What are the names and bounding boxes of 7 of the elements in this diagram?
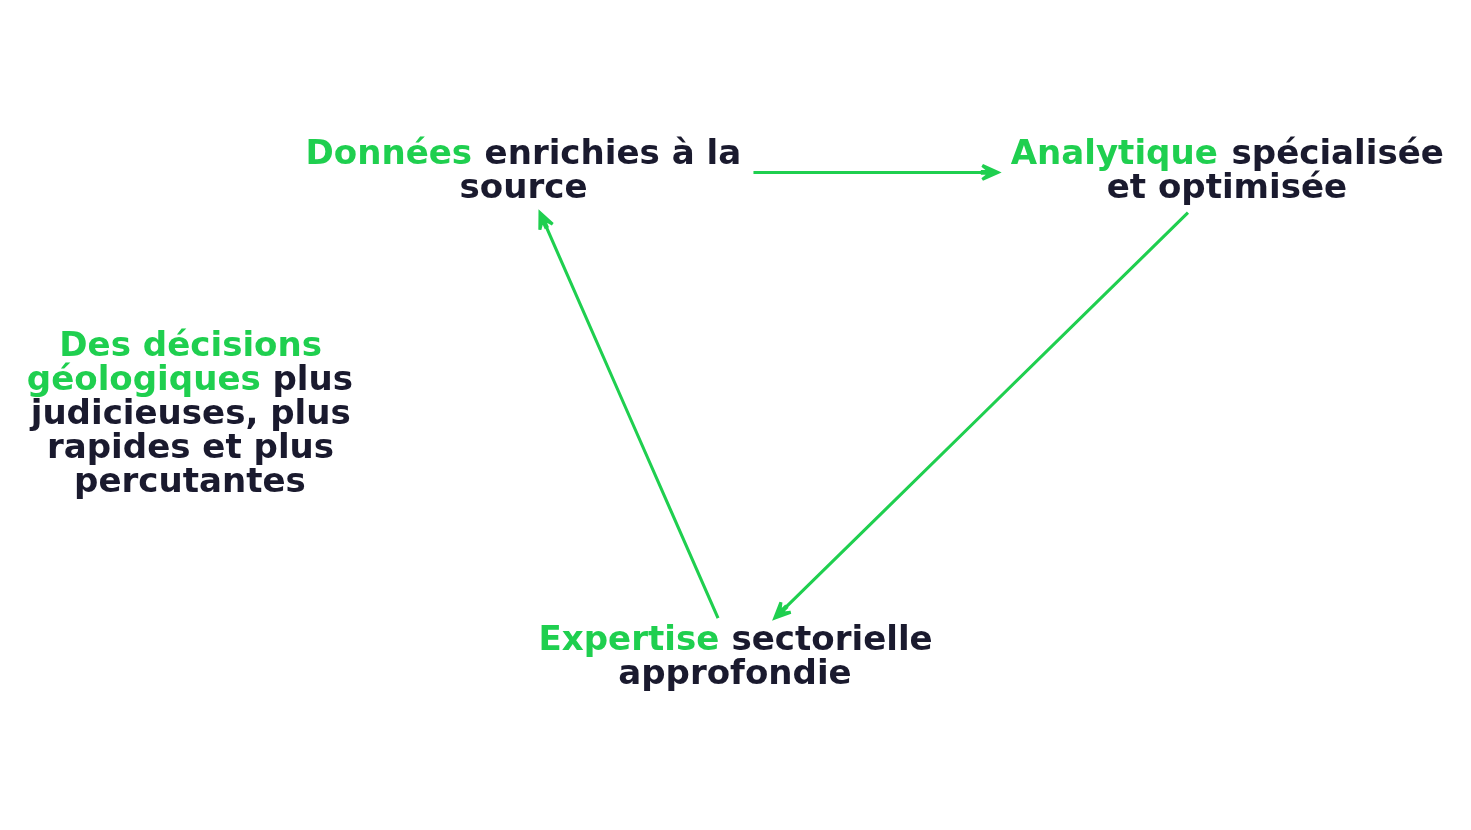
arrow	[753, 163, 1000, 181]
arrow	[773, 211, 1190, 620]
node-text: Données enrichies à la source	[305, 131, 742, 206]
node-text: Expertise sectorielle approfondie	[538, 617, 933, 692]
arrow	[538, 210, 720, 619]
label: Des décisions géologiques plus judicieuses, plus rapides et plus percutantes	[26, 323, 354, 500]
node-text: Analytique spécialisée et optimisée	[1010, 131, 1444, 206]
